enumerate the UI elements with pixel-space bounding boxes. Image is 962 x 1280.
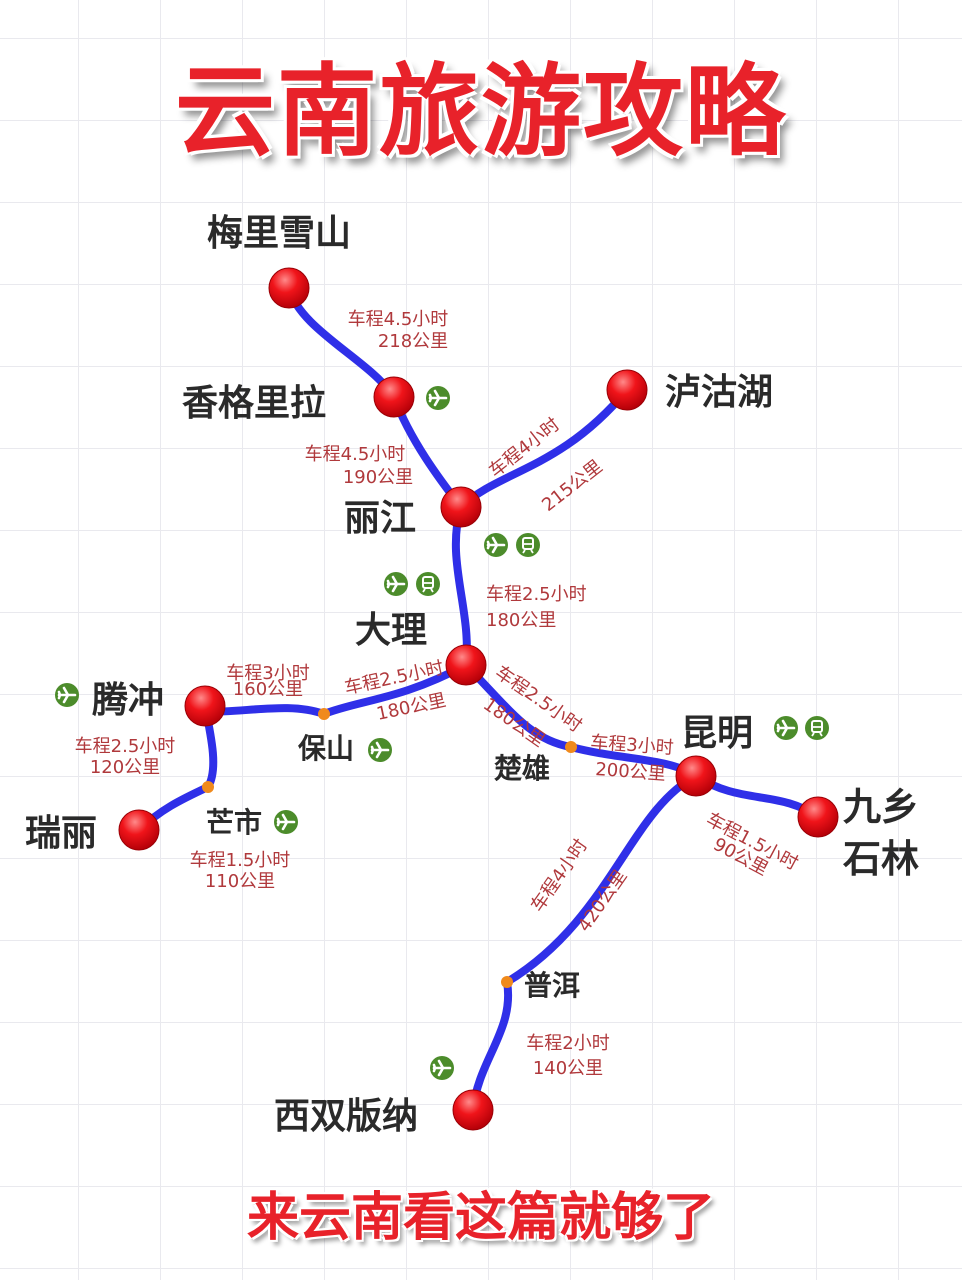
- city-label-lijiang: 丽江: [344, 498, 416, 539]
- route-lijiang-lugu: [457, 386, 631, 511]
- stop-tengchong[interactable]: [184, 685, 226, 727]
- minor-stops: [202, 708, 577, 988]
- city-label-kunming: 昆明: [681, 713, 753, 754]
- city-label-baoshan: 保山: [298, 732, 354, 765]
- train-icon: [416, 572, 440, 596]
- city-label-lugu: 泸沽湖: [665, 372, 773, 413]
- city-labels: 梅里雪山 香格里拉 泸沽湖 丽江 大理 腾冲 保山 瑞丽 芒市 楚雄 昆明 九乡…: [25, 213, 919, 1137]
- city-label-puer: 普洱: [524, 969, 580, 1002]
- route-distance: 160公里: [233, 679, 303, 700]
- plane-icon: [430, 1056, 454, 1080]
- plane-icon: [368, 738, 392, 762]
- route-kunming-banna: [469, 772, 700, 1114]
- stop-dali[interactable]: [445, 644, 487, 686]
- route-lijiang-dali: [451, 503, 471, 669]
- plane-icon: [774, 716, 798, 740]
- plane-icon: [484, 533, 508, 557]
- route-time: 车程4.5小时: [348, 309, 449, 330]
- stop-puer[interactable]: [501, 976, 513, 988]
- route-time: 车程1.5小时: [190, 850, 291, 871]
- route-distance: 190公里: [343, 467, 413, 488]
- route-time: 车程2小时: [526, 1033, 609, 1054]
- route-distance: 218公里: [378, 331, 448, 352]
- train-icon: [516, 533, 540, 557]
- route-distance: 420公里: [574, 866, 632, 936]
- route-distance: 180公里: [486, 610, 556, 631]
- stop-meili[interactable]: [268, 267, 310, 309]
- transport-icons: [55, 386, 829, 1080]
- stop-baoshan[interactable]: [318, 708, 330, 720]
- plane-icon: [55, 683, 79, 707]
- page-title: 云南旅游攻略: [175, 52, 787, 170]
- city-label-mangshi: 芒市: [206, 806, 262, 839]
- route-distance: 215公里: [538, 456, 606, 516]
- route-time: 车程2.5小时: [486, 584, 587, 605]
- stop-mangshi[interactable]: [202, 781, 214, 793]
- route-time: 车程4小时: [527, 835, 592, 915]
- city-label-shilin: 石林: [843, 837, 919, 881]
- major-stops: [118, 267, 839, 1131]
- city-label-tengchong: 腾冲: [92, 680, 164, 721]
- city-label-ruili: 瑞丽: [25, 813, 97, 854]
- route-distance: 110公里: [205, 871, 275, 892]
- city-label-shangri-la: 香格里拉: [182, 383, 326, 424]
- stop-lijiang[interactable]: [440, 486, 482, 528]
- stop-kunming[interactable]: [675, 755, 717, 797]
- city-label-jiuxiang: 九乡: [843, 785, 919, 829]
- route-distance: 140公里: [533, 1058, 603, 1079]
- route-time: 车程3小时: [226, 663, 309, 684]
- route-distance: 200公里: [595, 759, 667, 785]
- route-time: 车程2.5小时: [75, 736, 176, 757]
- stop-shangri-la[interactable]: [373, 376, 415, 418]
- route-labels: 车程4.5小时 218公里 车程4.5小时 190公里 车程4小时 215公里 …: [75, 309, 802, 1079]
- stop-banna[interactable]: [452, 1089, 494, 1131]
- stop-chuxiong[interactable]: [565, 741, 577, 753]
- city-label-banna: 西双版纳: [274, 1096, 418, 1137]
- stop-lugu[interactable]: [606, 369, 648, 411]
- plane-icon: [384, 572, 408, 596]
- city-label-chuxiong: 楚雄: [494, 752, 550, 785]
- stop-shilin[interactable]: [797, 796, 839, 838]
- train-icon: [805, 716, 829, 740]
- city-label-dali: 大理: [355, 610, 427, 651]
- route-distance: 120公里: [90, 757, 160, 778]
- route-time: 车程4.5小时: [305, 444, 406, 465]
- stop-ruili[interactable]: [118, 809, 160, 851]
- plane-icon: [274, 810, 298, 834]
- footer-slogan: 来云南看这篇就够了: [246, 1187, 715, 1248]
- plane-icon: [426, 386, 450, 410]
- city-label-meili: 梅里雪山: [207, 213, 351, 254]
